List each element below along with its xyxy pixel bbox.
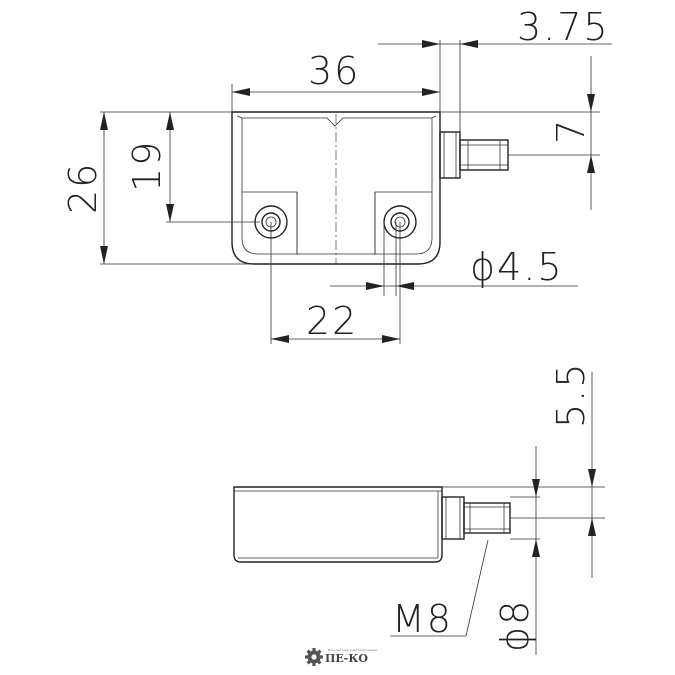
dim-label-5-5: 5.5 bbox=[549, 362, 593, 428]
left-mounting-hole bbox=[241, 192, 298, 255]
dim-label-3-75: 3.75 bbox=[517, 5, 610, 49]
dim-label-19: 19 bbox=[125, 140, 169, 192]
logo-text: ПЕ-КО bbox=[325, 652, 368, 665]
dim-label-phi-8: ϕ8 bbox=[493, 599, 537, 652]
dim-label-phi-4-5: ϕ4.5 bbox=[470, 245, 564, 289]
side-body-outline bbox=[233, 486, 443, 563]
dim-label-22: 22 bbox=[306, 299, 358, 343]
gear-icon bbox=[305, 648, 323, 666]
front-dimensions bbox=[100, 40, 612, 344]
side-view bbox=[233, 486, 511, 563]
dim-label-7: 7 bbox=[549, 118, 593, 144]
front-view bbox=[231, 111, 509, 265]
front-inner-recess bbox=[241, 117, 433, 255]
dim-label-26: 26 bbox=[61, 162, 105, 214]
front-inner-chamfer bbox=[236, 115, 437, 119]
logo-tagline: Ваш партнер в автоматизации bbox=[328, 648, 377, 652]
front-body-outline bbox=[231, 111, 441, 265]
company-logo: Ваш партнер в автоматизации ПЕ-КО bbox=[305, 648, 377, 666]
front-connector bbox=[439, 131, 509, 179]
side-dimensions bbox=[390, 372, 605, 655]
dim-label-m8: M8 bbox=[392, 597, 453, 641]
side-connector bbox=[441, 496, 511, 540]
right-mounting-hole bbox=[374, 192, 433, 255]
dim-label-36: 36 bbox=[308, 49, 360, 93]
